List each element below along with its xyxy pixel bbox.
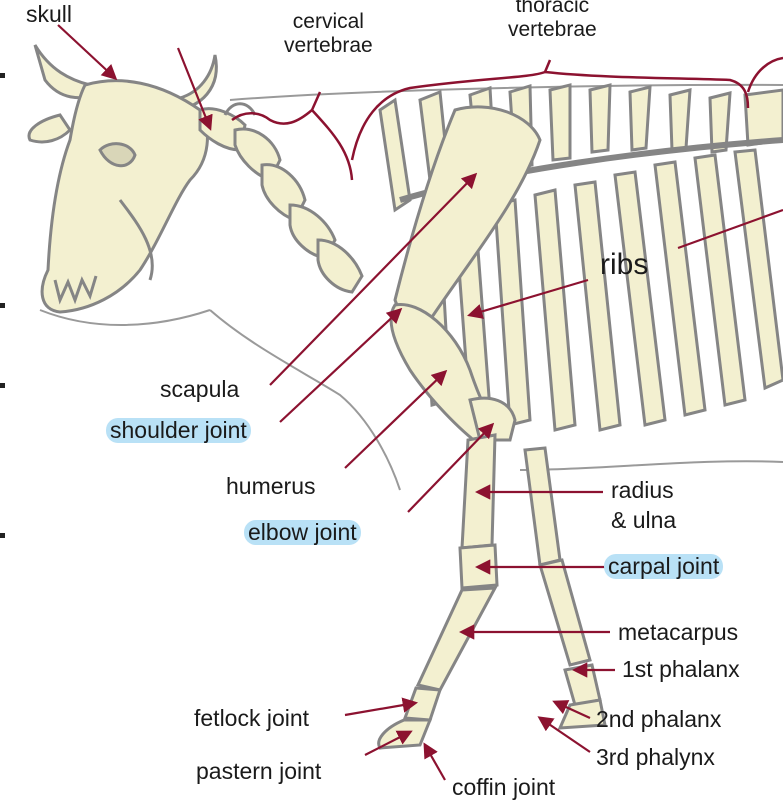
label-third-phalynx: 3rd phalynx <box>596 744 715 770</box>
label-skull: skull <box>26 1 73 27</box>
pointer-arrows <box>57 24 783 781</box>
label-shoulder-joint: shoulder joint <box>106 418 251 443</box>
label-first-phalanx: 1st phalanx <box>622 656 740 682</box>
atlas-pointer <box>176 47 213 131</box>
label-cervical-line2: vertebrae <box>284 33 373 57</box>
label-metacarpus: metacarpus <box>618 619 739 645</box>
edge-bullet <box>0 303 5 308</box>
second-phalanx-pointer <box>552 700 591 720</box>
label-ribs: ribs <box>600 248 649 281</box>
skull-bone <box>27 44 218 314</box>
skull-pointer <box>57 24 118 81</box>
label-scapula: scapula <box>160 376 240 402</box>
label-second-phalanx: 2nd phalanx <box>596 706 722 732</box>
vertebrae-brackets <box>231 56 783 181</box>
label-thoracic-line1: thoracic <box>515 0 590 17</box>
label-elbow-joint: elbow joint <box>244 520 361 545</box>
body-outline <box>39 83 783 491</box>
scapula-bone <box>393 105 542 323</box>
coffin-joint-pointer <box>423 742 446 781</box>
label-radius-line1: radius <box>611 477 674 503</box>
elbow-joint-pointer <box>407 422 495 513</box>
label-radius-line2: & ulna <box>611 506 677 533</box>
edge-bullet <box>0 73 5 78</box>
scapula-pointer <box>269 172 478 386</box>
label-cervical-line1: cervical <box>292 10 364 33</box>
label-radius-ulna: radius & ulna <box>611 476 676 536</box>
cervical-bones <box>198 102 364 294</box>
edge-bullet <box>0 533 5 538</box>
fetlock-joint-pointer <box>344 697 419 717</box>
label-coffin-joint: coffin joint <box>452 774 556 800</box>
label-fetlock-joint: fetlock joint <box>194 705 310 731</box>
label-thoracic-line2: vertebrae <box>508 17 597 41</box>
label-cervical-vertebrae: cervical vertebrae <box>284 10 373 57</box>
shoulder-joint-pointer <box>279 307 403 423</box>
ribs-pointer-right <box>677 208 783 250</box>
third-phalynx-pointer <box>537 716 591 753</box>
label-carpal-joint: carpal joint <box>604 554 724 579</box>
edge-bullet <box>0 383 5 388</box>
label-thoracic-vertebrae: thoracic vertebrae <box>508 0 597 41</box>
label-humerus: humerus <box>226 473 316 499</box>
pastern-joint-pointer <box>364 730 413 756</box>
humerus-pointer <box>344 369 448 469</box>
label-pastern-joint: pastern joint <box>196 758 322 784</box>
ribs-pointer-left <box>467 278 589 319</box>
